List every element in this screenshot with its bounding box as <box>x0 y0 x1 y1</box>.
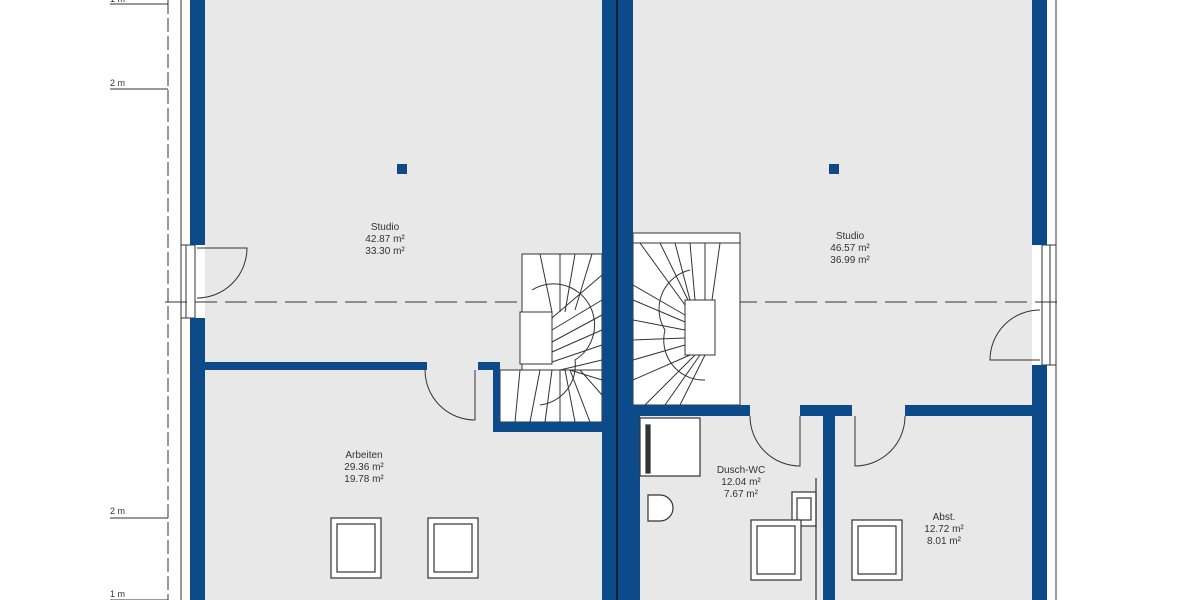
stairs-left <box>499 253 603 423</box>
room-label-studio-left: Studio 42.87 m² 33.30 m² <box>335 222 435 258</box>
room-name: Abst. <box>932 512 956 523</box>
room-area: 42.87 m² <box>365 234 405 245</box>
room-label-abst: Abst. 12.72 m² 8.01 m² <box>894 512 994 548</box>
room-area: 46.57 m² <box>830 243 870 254</box>
room-label-dusch-wc: Dusch-WC 12.04 m² 7.67 m² <box>691 465 791 501</box>
dimension-label: 2 m <box>110 506 126 516</box>
stairs-right <box>632 232 741 406</box>
room-label-arbeiten: Arbeiten 29.36 m² 19.78 m² <box>314 450 414 486</box>
room-name: Studio <box>370 222 400 233</box>
outer-lines <box>110 0 1062 600</box>
room-area: 36.99 m² <box>830 255 870 266</box>
room-area: 12.04 m² <box>721 477 761 488</box>
dimension-label: 1 m <box>110 0 125 4</box>
room-area: 19.78 m² <box>344 474 384 485</box>
room-name: Dusch-WC <box>716 465 766 476</box>
room-area: 7.67 m² <box>724 489 758 500</box>
dimension-label: 2 m <box>110 78 126 88</box>
room-area: 12.72 m² <box>924 524 964 535</box>
room-label-studio-right: Studio 46.57 m² 36.99 m² <box>800 231 900 267</box>
room-area: 8.01 m² <box>927 536 961 547</box>
room-area: 33.30 m² <box>365 246 405 257</box>
room-area: 29.36 m² <box>344 462 384 473</box>
room-name: Arbeiten <box>345 450 383 461</box>
fixtures <box>330 417 903 600</box>
dimension-label: 1 m <box>110 589 126 599</box>
room-name: Studio <box>835 231 865 242</box>
